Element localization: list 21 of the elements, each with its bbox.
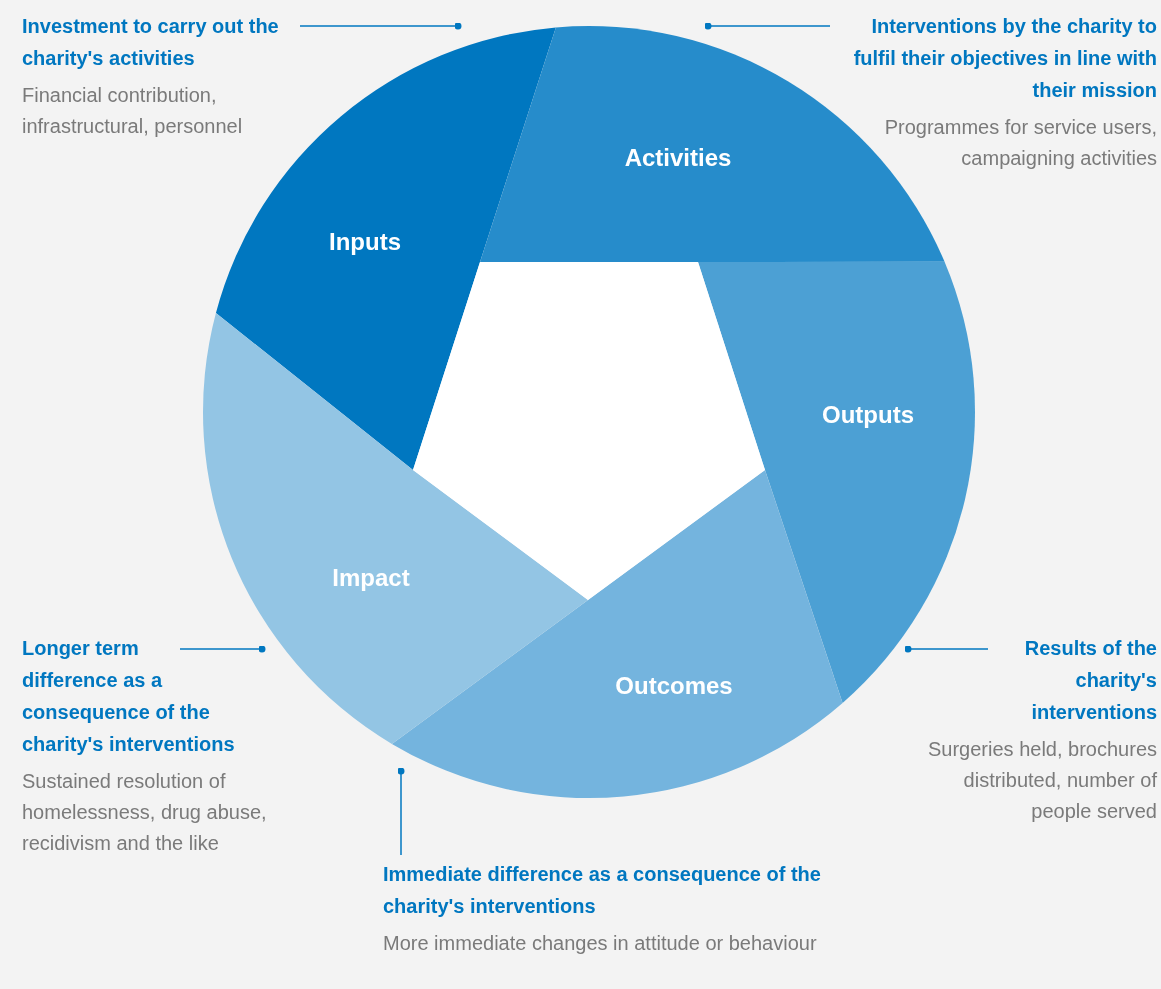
description: Financial contribution, infrastructural, personnel	[22, 83, 244, 139]
description: Programmes for service users, campaigning activities	[883, 115, 1157, 171]
segment-label: Impact	[332, 564, 410, 591]
segment-label: Activities	[624, 144, 732, 171]
heading: Immediate difference as a consequence of the charity's interventions	[383, 862, 822, 919]
heading: Longer term difference as a consequence of the charity's interventions	[22, 636, 236, 757]
segment-label: Outputs	[822, 401, 914, 428]
heading: Results of the charity's interventions	[1023, 636, 1157, 725]
heading: Investment to carry out the charity's activities	[22, 14, 280, 71]
description: More immediate changes in attitude or behaviour	[383, 931, 818, 956]
leader-line	[704, 22, 831, 30]
leader-line	[397, 767, 405, 856]
leader-line	[179, 645, 266, 653]
leader-line	[904, 645, 989, 653]
segment-label: Outcomes	[615, 672, 733, 699]
center-pentagon	[413, 262, 765, 600]
heading: Interventions by the charity to fulfil their objectives in line with their mission	[852, 14, 1157, 103]
description: Surgeries held, brochures distributed, number of people served	[927, 737, 1157, 824]
leader-line	[299, 22, 462, 30]
description: Sustained resolution of homelessness, drug abuse, recidivism and the like	[22, 769, 268, 856]
segment-label: Inputs	[329, 228, 401, 255]
